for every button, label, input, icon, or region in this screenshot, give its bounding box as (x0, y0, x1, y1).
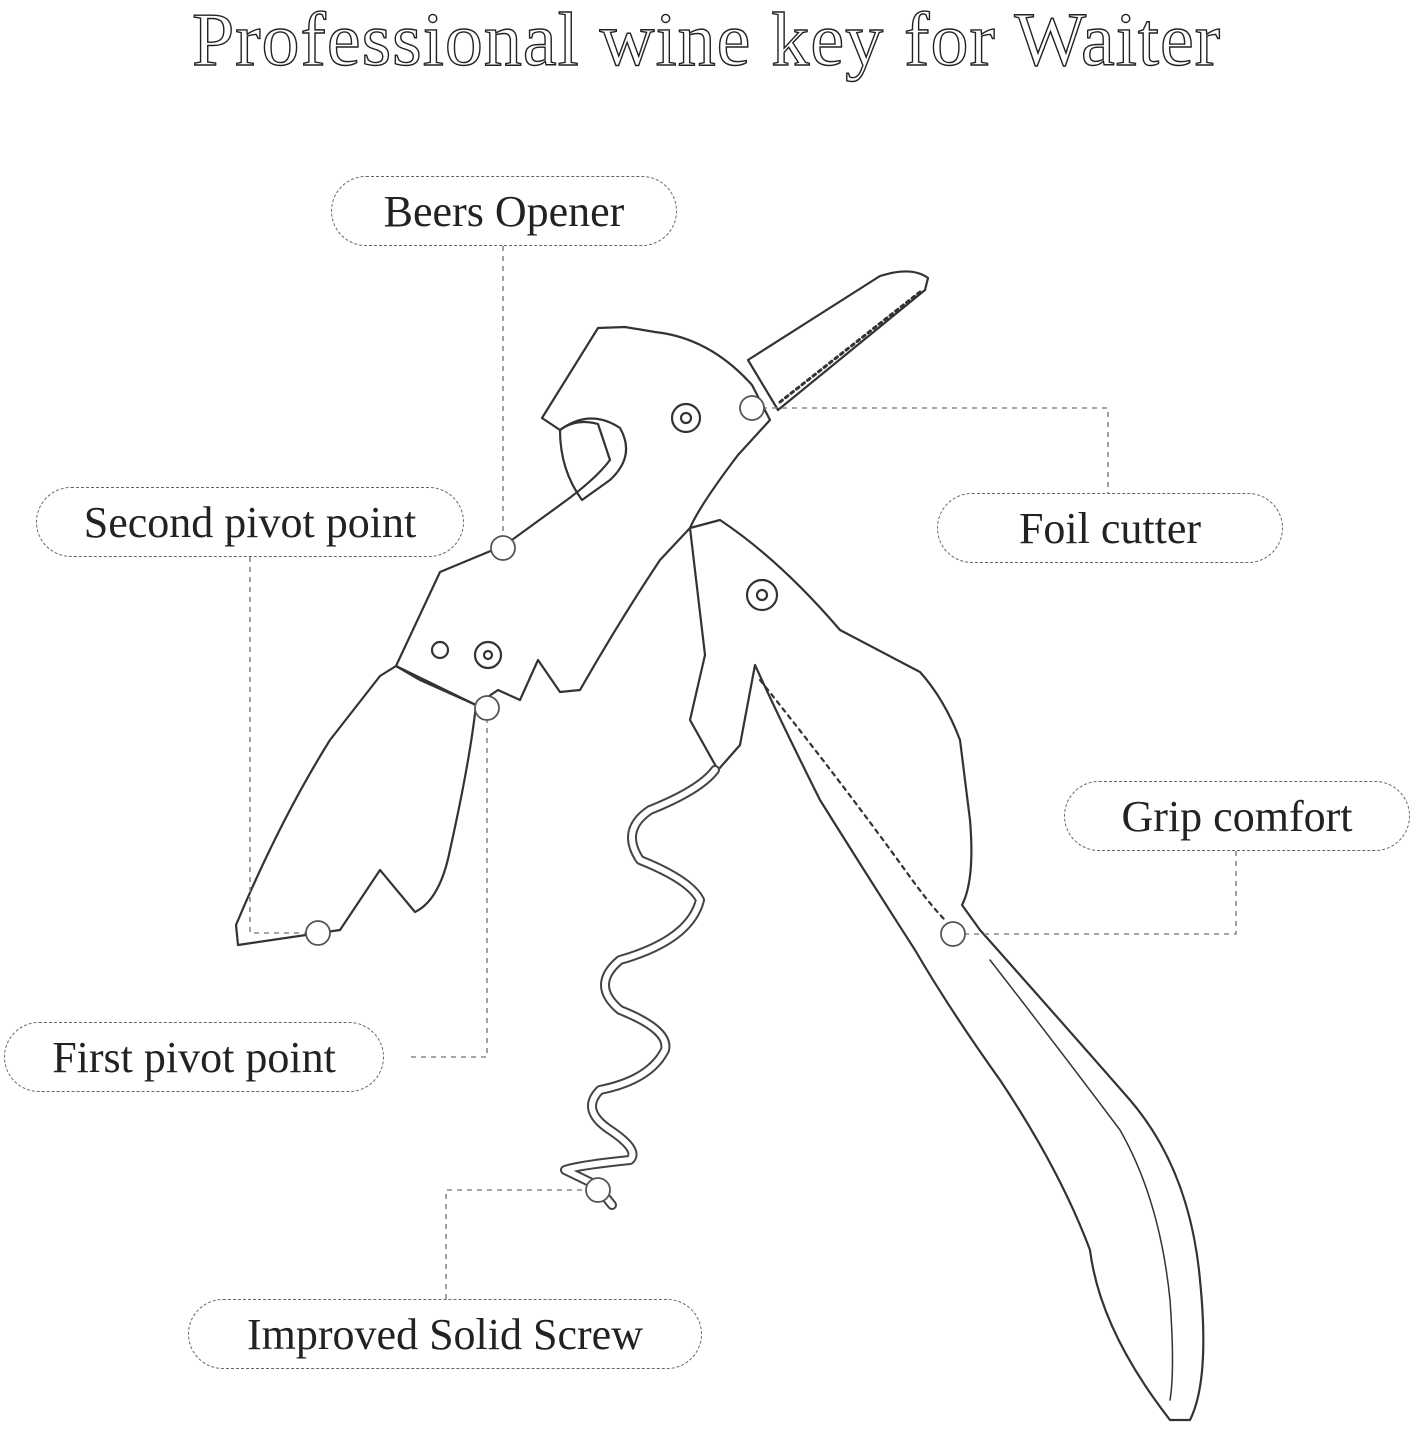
solid-screw-marker (585, 1177, 611, 1203)
page-title: Professional wine key for Waiter (191, 0, 1222, 82)
foil-cutter-blade (746, 270, 930, 412)
grip-comfort-marker (940, 921, 966, 947)
label-second-pivot-point: Second pivot point (36, 487, 464, 557)
handle (688, 518, 1205, 1422)
first-pivot-connector (411, 708, 488, 1058)
foil-cutter-marker (739, 395, 765, 421)
solid-screw-connector (445, 1189, 598, 1299)
first-pivot-marker (474, 695, 500, 721)
bottle-opener-head (394, 325, 772, 707)
foil-cutter-connector (752, 407, 1109, 493)
label-improved-solid-screw: Improved Solid Screw (188, 1299, 702, 1369)
label-foil-cutter: Foil cutter (937, 493, 1283, 563)
grip-comfort-connector (953, 851, 1237, 935)
lever-arm (234, 664, 478, 947)
label-beers-opener: Beers Opener (331, 176, 677, 246)
beers-opener-marker (490, 535, 516, 561)
second-pivot-connector (249, 557, 318, 934)
label-grip-comfort: Grip comfort (1064, 781, 1410, 851)
label-first-pivot-point: First pivot point (4, 1022, 384, 1092)
second-pivot-marker (305, 920, 331, 946)
